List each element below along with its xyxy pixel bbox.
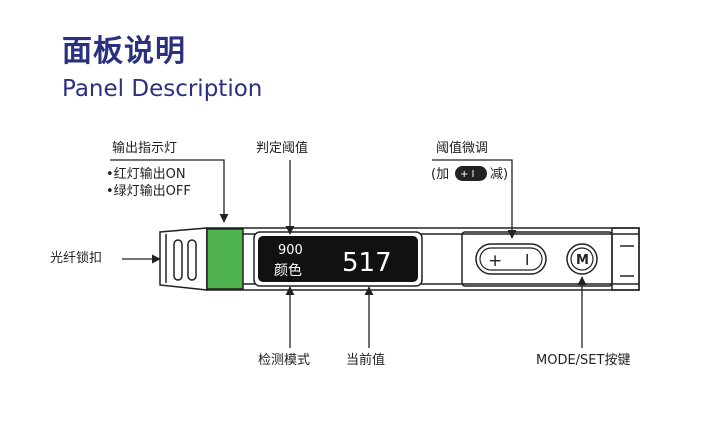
mode-set-label: MODE/SET按键	[536, 353, 631, 368]
fine-tune-hint-prefix: (加	[431, 167, 450, 182]
current-value-label: 当前值	[346, 353, 386, 368]
fiber-lock-label: 光纤锁扣	[50, 251, 103, 266]
threshold-label: 判定阈值	[256, 141, 309, 156]
page-subtitle: Panel Description	[62, 76, 263, 102]
svg-text:+ I: + I	[460, 169, 475, 180]
red-light-note: •红灯输出ON	[106, 167, 186, 182]
green-light-note: •绿灯输出OFF	[106, 184, 191, 199]
fine-tune-hint-icon: + I	[455, 166, 487, 181]
fine-tune-button[interactable]: + I	[475, 243, 547, 275]
plus-icon: +	[488, 251, 502, 271]
callout-lines	[110, 159, 587, 348]
mode-set-button[interactable]: M	[566, 243, 598, 275]
fine-tune-label: 阈值微调	[436, 141, 489, 156]
display-panel: 900 颜色 517	[253, 231, 423, 287]
fine-tune-hint-suffix: 减)	[490, 167, 509, 182]
page-title: 面板说明	[62, 34, 186, 69]
threshold-display: 900	[278, 243, 303, 258]
output-indicator-label: 输出指示灯	[112, 141, 178, 156]
current-value-display: 517	[342, 248, 392, 278]
detection-mode-label: 检测模式	[258, 353, 311, 368]
mode-icon: M	[576, 253, 589, 268]
mode-display: 颜色	[274, 262, 302, 279]
output-indicator-led	[206, 228, 244, 290]
minus-icon: I	[525, 251, 529, 269]
